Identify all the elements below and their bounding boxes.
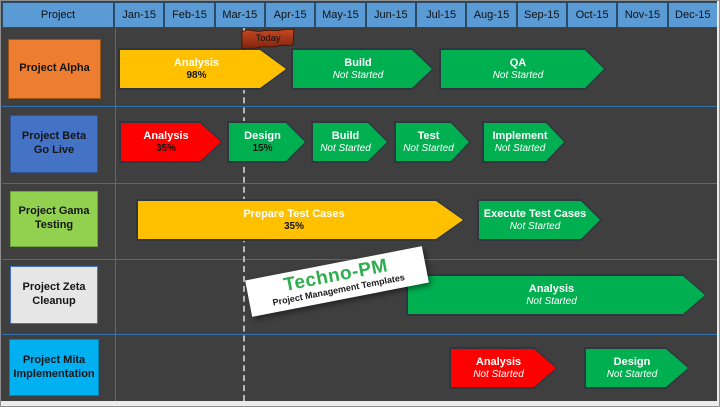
phase-arrow-fill [479, 201, 600, 239]
month-header: Jan-15 [115, 3, 164, 27]
month-header: May-15 [316, 3, 365, 27]
project-label-box: Project Beta Go Live [10, 115, 98, 173]
phase-arrow-fill [441, 50, 604, 88]
phase-label: Prepare Test Cases [243, 207, 345, 220]
phase-status: Not Started [320, 143, 371, 155]
phase-status: 15% [252, 143, 273, 155]
phase-label: Design [613, 355, 651, 368]
project-label-box: Project Zeta Cleanup [10, 266, 98, 324]
phase-status: Not Started [494, 143, 546, 155]
phase-label: Analysis [475, 355, 522, 368]
phase-label: QA [509, 56, 527, 69]
project-column-header: Project [3, 3, 113, 27]
phase-arrow-fill [586, 349, 688, 387]
slide-frame-bottom [1, 401, 719, 406]
row-separator-line [2, 106, 718, 107]
slide-frame-right [717, 1, 719, 406]
phase-status: Not Started [526, 296, 577, 308]
phase-label: Build [331, 129, 360, 142]
phase-status: Not Started [332, 70, 384, 82]
project-label-box: Project Mita Implementation [9, 339, 99, 396]
phase-arrow-fill [451, 349, 556, 387]
phase-arrow-fill [120, 50, 286, 88]
timeline-axis-line [115, 28, 116, 401]
row-separator-line [2, 183, 718, 184]
phase-arrow-fill [138, 201, 463, 239]
phase-status: Not Started [509, 221, 561, 233]
phase-label: Implement [492, 129, 548, 142]
month-header: Apr-15 [265, 3, 315, 27]
today-label: Today [255, 33, 281, 44]
phase-status: 35% [283, 221, 304, 233]
phase-arrow-fill [121, 123, 221, 161]
month-header: Mar-15 [215, 3, 264, 27]
phase-arrow-fill [396, 123, 469, 161]
month-header: Jun-15 [366, 3, 415, 27]
phase-arrow-fill [484, 123, 564, 161]
phase-arrow-fill [408, 276, 705, 314]
phase-label: Design [244, 129, 281, 142]
month-header: Aug-15 [467, 3, 516, 27]
project-label-box: Project Alpha [8, 39, 101, 99]
phase-arrow-fill [293, 50, 432, 88]
phase-status: Not Started [473, 369, 524, 381]
phase-label: Analysis [143, 129, 189, 142]
project-label-box: Project Gama Testing [10, 191, 98, 247]
flag-icon: Today [241, 28, 295, 50]
month-header: Feb-15 [165, 3, 214, 27]
phase-label: Analysis [528, 282, 575, 295]
phase-status: 98% [186, 70, 207, 82]
month-header: Sep-15 [517, 3, 566, 27]
phase-status: 35% [155, 143, 176, 155]
phase-status: Not Started [606, 369, 658, 381]
phase-status: Not Started [492, 70, 544, 82]
phase-status: Not Started [403, 143, 454, 155]
month-header: Nov-15 [618, 3, 667, 27]
today-flag: Today [241, 26, 295, 54]
phase-label: Build [344, 56, 372, 69]
month-header: Dec-15 [668, 3, 717, 27]
row-separator-line [2, 334, 718, 335]
phase-label: Execute Test Cases [483, 207, 587, 220]
phase-label: Analysis [173, 56, 220, 69]
month-header: Oct-15 [567, 3, 617, 27]
phase-label: Test [417, 129, 440, 142]
month-header: Jul-15 [416, 3, 466, 27]
